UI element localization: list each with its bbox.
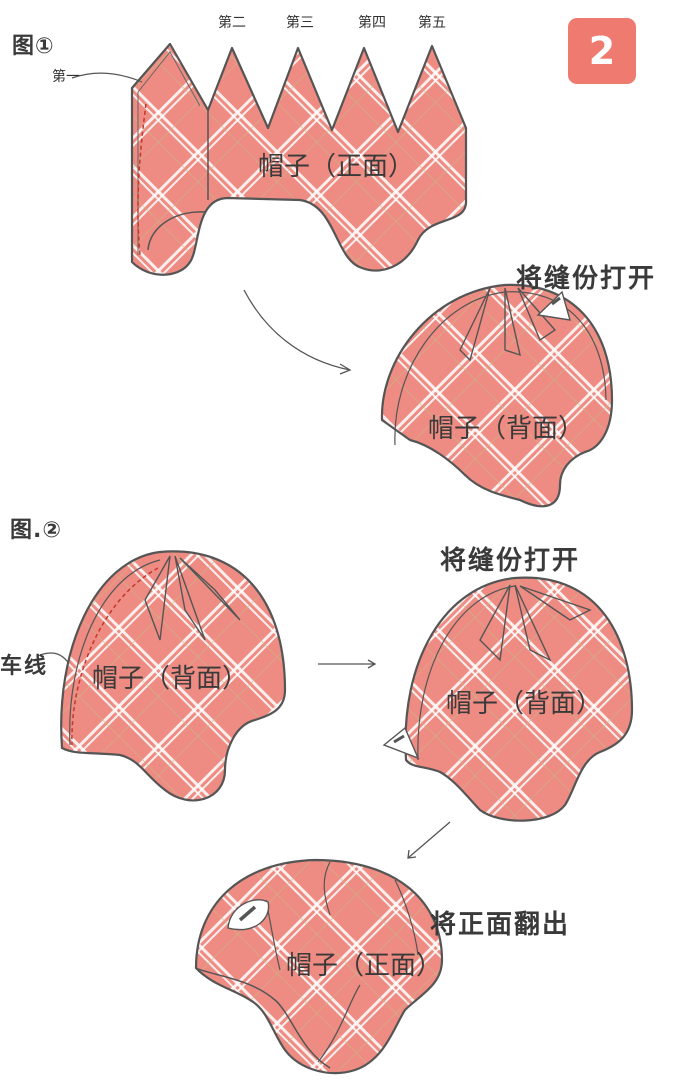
seam-fifth-label: 第五: [418, 15, 446, 31]
arrow-down-left: [407, 821, 451, 859]
hat-sewn-view: [39, 550, 287, 802]
open-seam-label-1: 将缝份打开: [516, 264, 657, 294]
hat-back-label-right: 帽子（背面）: [446, 689, 603, 719]
hat-open-seam-view: [382, 576, 634, 822]
seam-first-label: 第一: [52, 69, 80, 85]
arrow-curve: [243, 289, 351, 371]
hat-back-label-1: 帽子（背面）: [428, 414, 585, 444]
turn-out-label: 将正面翻出: [430, 910, 571, 940]
step-number-badge: 2: [568, 18, 636, 84]
hat-front-label-final: 帽子（正面）: [286, 951, 443, 981]
hat-back-label-left: 帽子（背面）: [92, 664, 249, 694]
sew-line-label: 车线: [0, 654, 49, 679]
figure-1-label: 图①: [12, 34, 55, 59]
hat-front-label-1: 帽子（正面）: [258, 152, 415, 182]
seam-second-label: 第二: [218, 15, 246, 31]
flat-hat-piece: [71, 42, 468, 276]
hat-front-final: [194, 858, 444, 1075]
open-seam-label-2: 将缝份打开: [440, 546, 581, 576]
seam-fourth-label: 第四: [358, 15, 386, 31]
seam-third-label: 第三: [286, 15, 314, 31]
figure-2-label: 图.②: [10, 518, 62, 543]
hat-back-view-1: [380, 283, 614, 508]
